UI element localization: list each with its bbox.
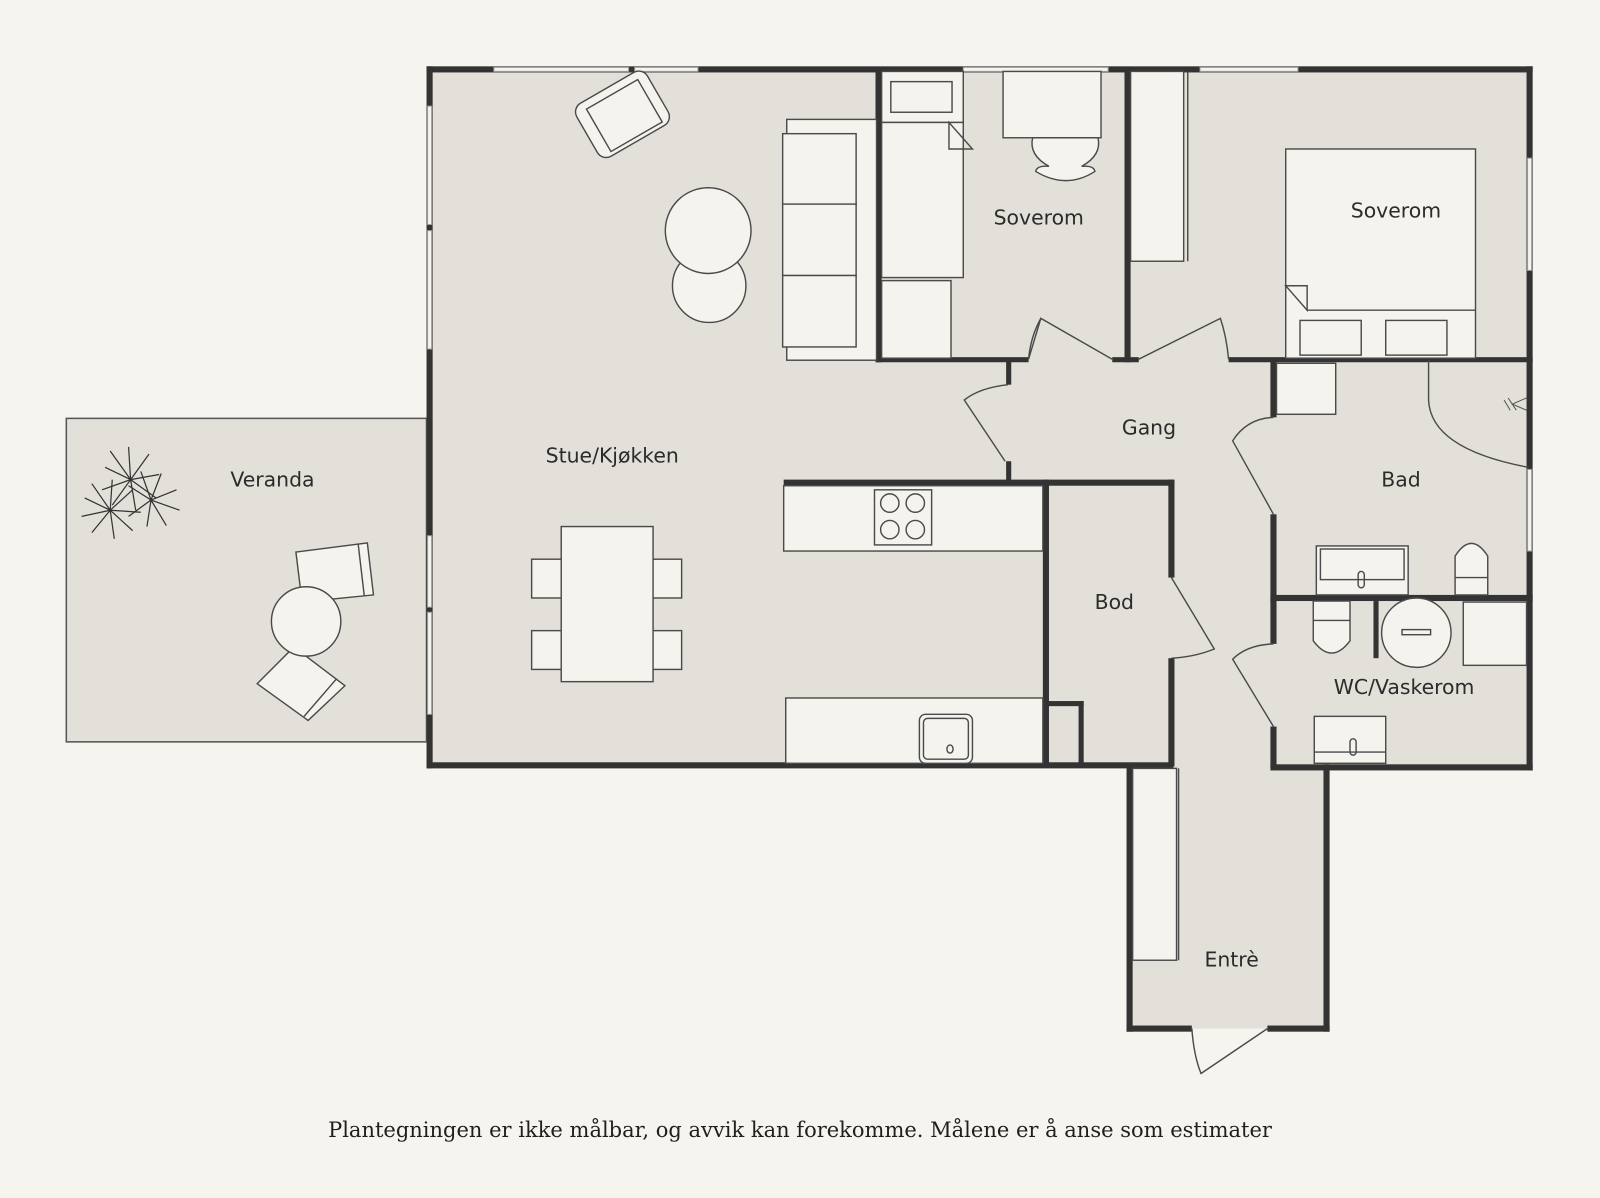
- sofa-icon: [781, 118, 878, 361]
- armchair-icon: [574, 70, 671, 159]
- room-label-gang: Gang: [1122, 416, 1176, 440]
- desk-icon: [1002, 70, 1102, 182]
- nightstand-icon: [880, 279, 952, 359]
- laundry-sink-icon: [1313, 715, 1387, 765]
- doors: [963, 317, 1529, 1075]
- round-table-icon: [270, 586, 342, 657]
- toilet-icon: [1454, 542, 1489, 596]
- room-label-bad: Bad: [1381, 468, 1420, 492]
- room-label-entre: Entrè: [1204, 947, 1258, 971]
- coffee-table-icon: [664, 187, 752, 275]
- lounge-chair-icon: [256, 646, 347, 722]
- room-label-soverom-1: Soverom: [994, 205, 1084, 229]
- dining-table-icon: [530, 525, 683, 683]
- bathroom-sink-icon: [1315, 545, 1409, 596]
- dryer-icon: [1462, 601, 1528, 667]
- cabinet-icon: [1275, 362, 1337, 416]
- entrance-wardrobe-icon: [1131, 767, 1180, 961]
- double-bed-icon: [1284, 148, 1477, 359]
- plant-icon: [81, 446, 180, 539]
- shower-icon: [1503, 397, 1527, 411]
- washing-machine-icon: [1380, 597, 1452, 669]
- disclaimer-caption: Plantegningen er ikke målbar, og avvik k…: [328, 1118, 1272, 1142]
- kitchen-counter-icon: [782, 485, 1044, 552]
- sink-counter-icon: [785, 697, 1044, 765]
- room-label-bod: Bod: [1095, 590, 1134, 614]
- room-label-soverom-2: Soverom: [1351, 198, 1441, 222]
- windows: [427, 66, 1533, 715]
- single-bed-icon: [880, 70, 975, 279]
- wardrobe-icon: [1129, 70, 1189, 262]
- toilet-icon: [1312, 600, 1351, 654]
- veranda-area: Veranda: [65, 417, 428, 743]
- room-label-stue-kjokken: Stue/Kjøkken: [546, 443, 679, 467]
- room-label-wc-vaskerom: WC/Vaskerom: [1334, 675, 1475, 699]
- room-label-veranda: Veranda: [230, 468, 314, 492]
